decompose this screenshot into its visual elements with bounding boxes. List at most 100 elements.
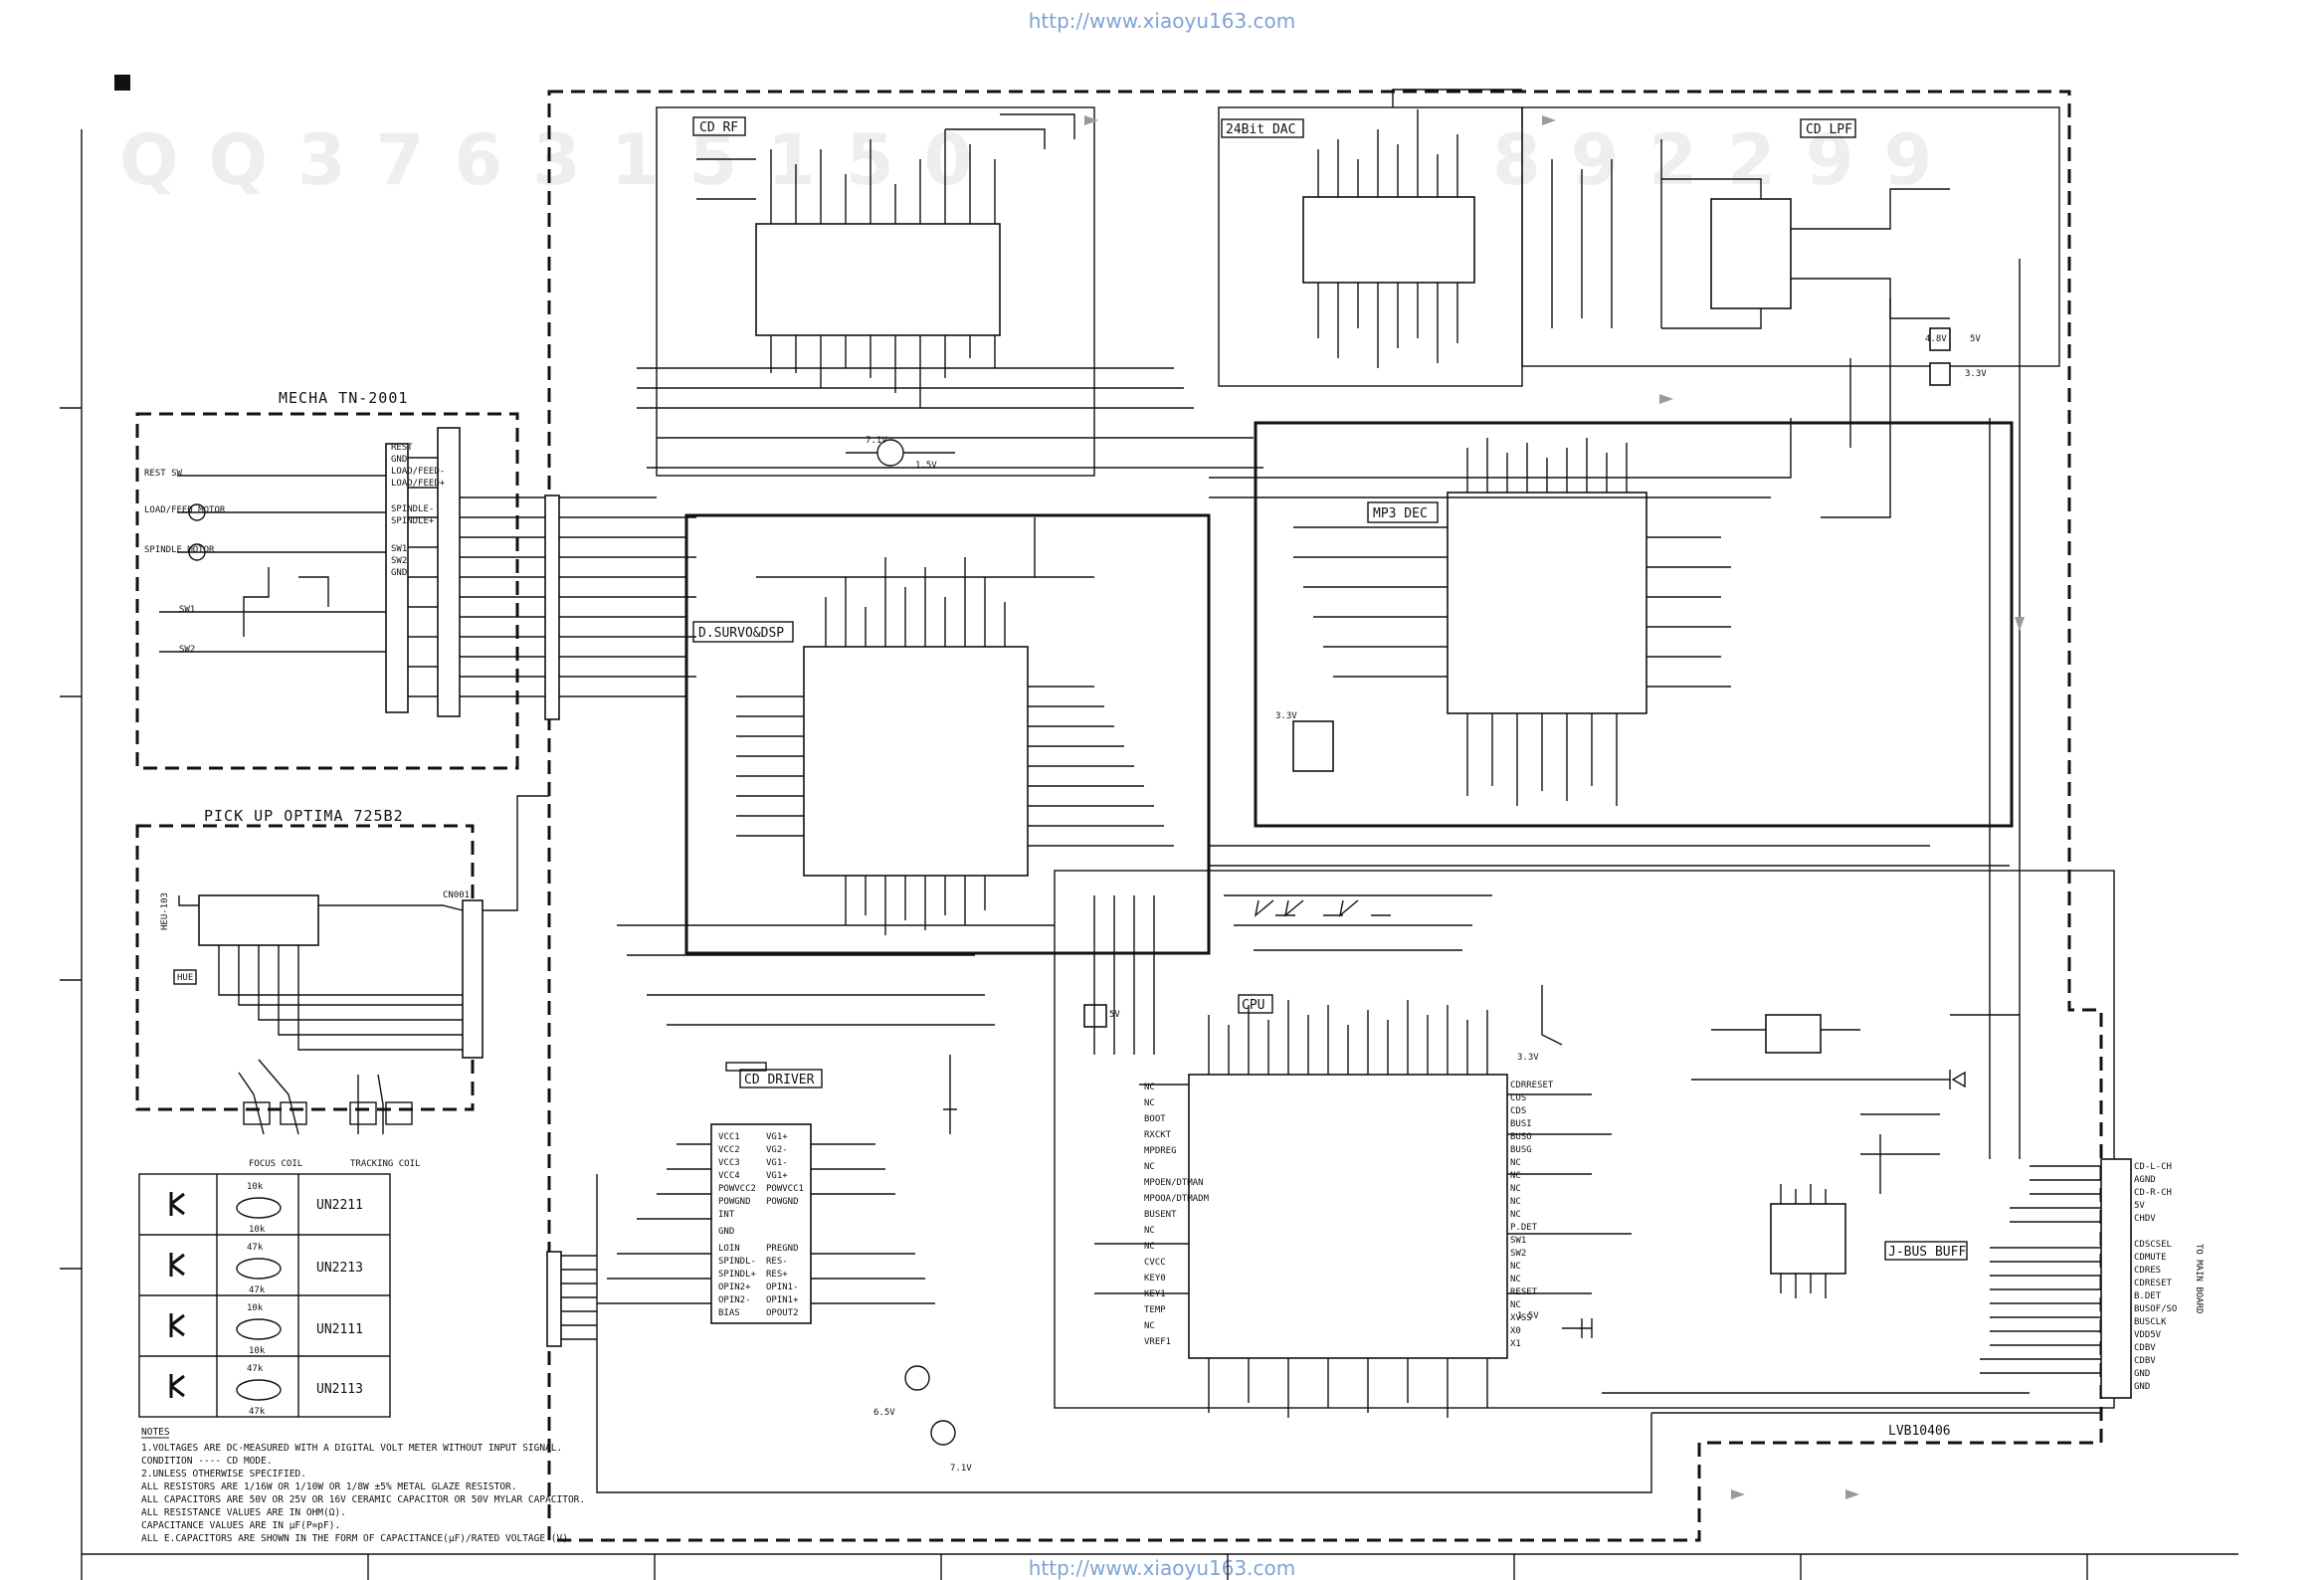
svg-text:GND: GND (391, 455, 407, 465)
svg-text:47k: 47k (249, 1285, 266, 1295)
footer-url[interactable]: http://www.xiaoyu163.com (1029, 1556, 1296, 1580)
servo-label: D.SURVO&DSP (698, 626, 784, 641)
svg-text:B.DET: B.DET (2134, 1291, 2162, 1301)
svg-text:BUSG: BUSG (1510, 1145, 1532, 1155)
mecha-title: MECHA TN-2001 (279, 389, 408, 407)
svg-text:3.3V: 3.3V (1275, 711, 1297, 721)
svg-text:ALL RESISTORS ARE 1/16W OR 1/1: ALL RESISTORS ARE 1/16W OR 1/10W OR 1/8W… (141, 1481, 517, 1492)
svg-text:CDSCSEL: CDSCSEL (2134, 1240, 2172, 1250)
mecha-label-sw1: SW1 (179, 605, 195, 615)
svg-text:GND: GND (2134, 1382, 2150, 1392)
svg-text:KEY0: KEY0 (1144, 1274, 1166, 1284)
svg-text:GND: GND (391, 568, 407, 578)
transistor-row: 47k 47k UN2113 (169, 1364, 363, 1417)
svg-text:47k: 47k (247, 1243, 264, 1253)
svg-text:X0: X0 (1510, 1326, 1521, 1336)
svg-text:RES+: RES+ (766, 1270, 788, 1280)
svg-text:OPIN2+: OPIN2+ (718, 1283, 751, 1292)
svg-text:NC: NC (1144, 1321, 1155, 1331)
svg-text:10k: 10k (249, 1346, 266, 1356)
svg-text:BUSENT: BUSENT (1144, 1210, 1177, 1220)
svg-text:BUSCLK: BUSCLK (2134, 1317, 2167, 1327)
svg-text:7.1V: 7.1V (950, 1464, 972, 1474)
mecha-label-rest: REST SW (144, 469, 183, 479)
cpu-block: CPU NC NC BOOT RXCKT MPDREG NC MPOEN/DTM… (1054, 870, 2115, 1418)
svg-text:XVSS: XVSS (1510, 1313, 1532, 1323)
svg-text:BOOT: BOOT (1144, 1114, 1166, 1124)
svg-text:BUSO: BUSO (1510, 1132, 1532, 1142)
svg-text:ALL RESISTANCE VALUES ARE IN O: ALL RESISTANCE VALUES ARE IN OHM(Ω). (141, 1507, 346, 1518)
svg-text:UN2113: UN2113 (316, 1382, 363, 1397)
svg-text:6.5V: 6.5V (873, 1408, 895, 1418)
svg-text:NC: NC (1510, 1262, 1521, 1272)
svg-text:MPDREG: MPDREG (1144, 1146, 1177, 1156)
svg-text:NC: NC (1144, 1226, 1155, 1236)
svg-text:VCC4: VCC4 (718, 1171, 740, 1181)
svg-text:VG1+: VG1+ (766, 1132, 788, 1142)
svg-text:PREGND: PREGND (766, 1244, 799, 1254)
svg-text:AGND: AGND (2134, 1175, 2156, 1185)
svg-text:MPOOA/DTMADM: MPOOA/DTMADM (1144, 1194, 1210, 1204)
svg-text:VG1+: VG1+ (766, 1171, 788, 1181)
mecha-label-sw2: SW2 (179, 645, 195, 655)
focus-coil-label: FOCUS COIL (249, 1159, 302, 1169)
tracking-coil-label: TRACKING COIL (350, 1159, 420, 1169)
flow-arrows (1084, 115, 2025, 1499)
svg-text:CVCC: CVCC (1144, 1258, 1166, 1268)
svg-text:NOTES: NOTES (141, 1427, 170, 1438)
mecha-label-loadfeed: LOAD/FEED MOTOR (144, 505, 226, 515)
svg-text:CDBV: CDBV (2134, 1343, 2156, 1353)
notes: NOTES 1.VOLTAGES ARE DC-MEASURED WITH A … (141, 1427, 585, 1544)
cd-lpf-label: CD LPF (1806, 122, 1852, 137)
dac-block: 24Bit DAC (1218, 89, 1523, 387)
svg-text:BUSOF/SO: BUSOF/SO (2134, 1304, 2177, 1314)
svg-text:CHDV: CHDV (2134, 1214, 2156, 1224)
svg-text:LOAD/FEED-: LOAD/FEED- (391, 467, 445, 477)
svg-text:NC: NC (1510, 1158, 1521, 1168)
svg-text:CDMUTE: CDMUTE (2134, 1253, 2167, 1263)
svg-text:BUSI: BUSI (1510, 1119, 1532, 1129)
cd-driver-label: CD DRIVER (744, 1073, 815, 1087)
svg-text:NC: NC (1144, 1098, 1155, 1108)
svg-text:KEY1: KEY1 (1144, 1289, 1166, 1299)
svg-text:INT: INT (718, 1210, 735, 1220)
svg-text:VCC2: VCC2 (718, 1145, 740, 1155)
svg-text:TEMP: TEMP (1144, 1305, 1166, 1315)
svg-text:NC: NC (1144, 1083, 1155, 1092)
svg-text:OPIN1+: OPIN1+ (766, 1295, 799, 1305)
svg-text:NC: NC (1144, 1242, 1155, 1252)
svg-text:SPINDLE-: SPINDLE- (391, 504, 434, 514)
svg-text:1.VOLTAGES ARE DC-MEASURED WIT: 1.VOLTAGES ARE DC-MEASURED WITH A DIGITA… (141, 1443, 562, 1454)
svg-text:SW1: SW1 (1510, 1236, 1526, 1246)
svg-text:RES-: RES- (766, 1257, 788, 1267)
svg-text:BIAS: BIAS (718, 1308, 740, 1318)
svg-text:SPINDLE+: SPINDLE+ (391, 516, 435, 526)
svg-text:OPOUT2: OPOUT2 (766, 1308, 799, 1318)
svg-text:LOAD/FEED+: LOAD/FEED+ (391, 479, 446, 489)
svg-text:5V: 5V (1970, 334, 1981, 344)
svg-text:1.5V: 1.5V (1517, 1311, 1539, 1321)
svg-text:ALL CAPACITORS ARE 50V OR 25V: ALL CAPACITORS ARE 50V OR 25V OR 16V CER… (141, 1494, 585, 1505)
pickup-section: PICK UP OPTIMA 725B2 HEU-103 HUE CN001 F… (135, 807, 484, 1169)
jbus-label: J-BUS BUFF (1888, 1245, 1966, 1260)
svg-text:2.UNLESS OTHERWISE SPECIFIED.: 2.UNLESS OTHERWISE SPECIFIED. (141, 1469, 306, 1480)
svg-text:SW1: SW1 (391, 544, 407, 554)
svg-text:1.5V: 1.5V (915, 461, 937, 471)
cd-lpf-block: CD LPF 4.8V 5V 3.3V (1521, 106, 2060, 386)
svg-text:SW2: SW2 (391, 556, 407, 566)
header-url[interactable]: http://www.xiaoyu163.com (1029, 9, 1296, 33)
transistor-table: 10k 10k UN2211 47k 47k UN2213 10k 10k UN… (138, 1173, 391, 1418)
svg-text:CONDITION ---- CD MODE.: CONDITION ---- CD MODE. (141, 1456, 273, 1467)
svg-text:NC: NC (1510, 1184, 1521, 1194)
svg-text:NC: NC (1144, 1162, 1155, 1172)
svg-text:COS: COS (1510, 1093, 1526, 1103)
svg-text:POWVCC1: POWVCC1 (766, 1184, 804, 1194)
svg-text:UN2211: UN2211 (316, 1198, 363, 1213)
svg-text:NC: NC (1510, 1210, 1521, 1220)
svg-text:OPIN1-: OPIN1- (766, 1283, 799, 1292)
svg-text:POWGND: POWGND (718, 1197, 751, 1207)
board-outline (547, 90, 2103, 1542)
section-marker (114, 75, 130, 91)
sheet-frame (60, 129, 2238, 1580)
svg-text:10k: 10k (247, 1182, 264, 1192)
